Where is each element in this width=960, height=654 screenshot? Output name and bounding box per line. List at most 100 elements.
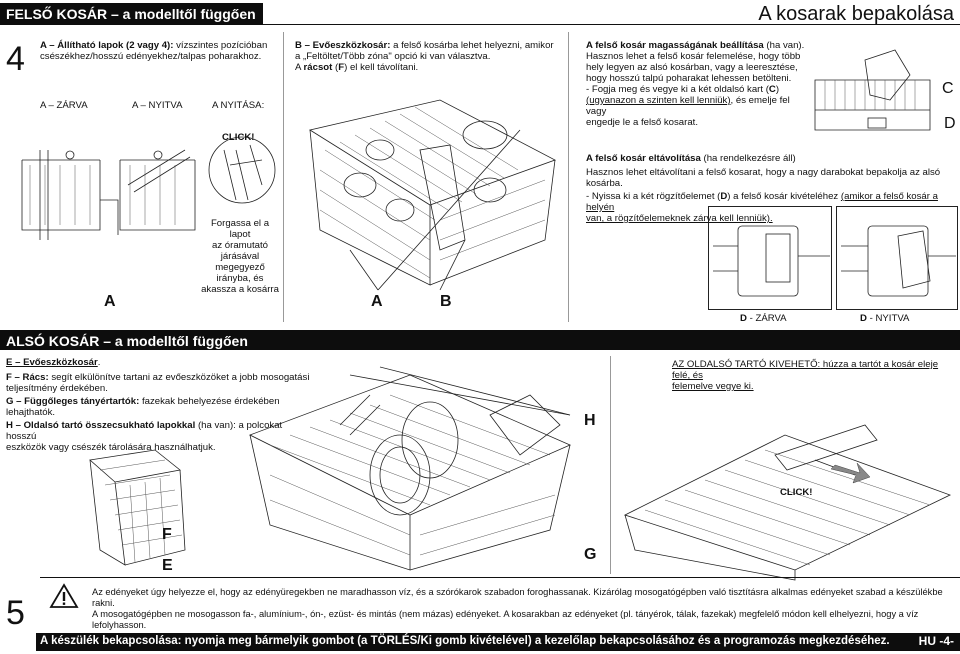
removal-title-bold: A felső kosár eltávolítása: [586, 153, 701, 164]
state-closed-label: A – ZÁRVA: [40, 100, 88, 111]
top-section-header: FELSŐ KOSÁR – a modelltől függően: [0, 3, 263, 25]
e-bold: E – Evőeszközkosár: [6, 357, 98, 368]
d-closed-b: D: [740, 313, 747, 324]
label-a-col2: A: [371, 293, 383, 310]
h-bold: H – Oldalsó tartó összecsukható lapokkal: [6, 420, 196, 431]
bottom-section-header: ALSÓ KOSÁR – a modelltől függően: [0, 330, 960, 350]
a-desc-rest: vízszintes pozícióban csészékhez/hosszú …: [40, 40, 268, 62]
a-desc-bold: A – Állítható lapok (2 vagy 4):: [40, 40, 174, 51]
flap-open-drawing: [119, 149, 196, 231]
height-line-3: hogy hosszú talpú poharakat lehessen bet…: [586, 73, 792, 84]
page-code: HU -4-: [918, 634, 954, 648]
height-title-rest: (ha van).: [763, 40, 805, 51]
height-instr-u: (ugyanazon a szinten kell lenniük): [586, 95, 731, 106]
click-label-top: CLICK!: [222, 132, 255, 143]
g-rest: fazekak behelyezése érdekében lehajtható…: [6, 396, 280, 418]
d-open-box: [836, 206, 958, 310]
height-instr-1: - Fogja meg és vegye ki a két oldalsó ka…: [586, 84, 769, 95]
side-holder-illustration: [623, 424, 952, 581]
footer-bar: A készülék bekapcsolása: nyomja meg bárm…: [36, 633, 960, 651]
b-desc-rest: a felső kosárba lehet helyezni, amikor: [390, 40, 554, 51]
f-letter: F: [338, 62, 345, 73]
f-mid: (: [332, 62, 339, 73]
warning-text: Az edényeket úgy helyezze el, hogy az ed…: [92, 587, 958, 631]
b-desc-line2: a „Feltöltet/Több zóna" opció ki van vál…: [295, 51, 491, 62]
height-adjust-illustration: [814, 49, 931, 131]
label-d: D: [944, 115, 956, 132]
rotate-line-5: irányba, és: [216, 273, 264, 284]
step-number-4: 4: [6, 40, 25, 78]
d-closed-box: [708, 206, 832, 310]
h-rest: (ha van): a polcokat hosszú: [6, 420, 283, 442]
divider-bottom: [610, 356, 611, 574]
rotate-line-4: megegyező: [215, 262, 265, 273]
d-open-b: D: [860, 313, 867, 324]
side-holder-text: AZ OLDALSÓ TARTÓ KIVEHETŐ: húzza a tartó…: [672, 359, 957, 392]
click-label-bottom: CLICK!: [780, 487, 813, 498]
height-line-1: Hasznos lehet a felső kosár felemelése, …: [586, 51, 801, 62]
lower-basket-illustration: [249, 366, 571, 571]
height-title-bold: A felső kosár magasságának beállítása: [586, 40, 764, 51]
state-open-label: A – NYITVA: [132, 100, 183, 111]
h-line2: eszközök vagy csészék tárolására használ…: [6, 442, 216, 453]
f-pre: A: [295, 62, 304, 73]
removal-line2-post: ) a felső kosár kivételéhez: [727, 191, 841, 202]
removal-line3-u: van, a rögzítőelemeknek zárva kell lenni…: [586, 213, 773, 224]
col2-b-description: B – Evőeszközkosár: a felső kosárba lehe…: [295, 40, 563, 73]
f-rest-lower: segít elkülönítve tartani az evőeszközök…: [48, 372, 310, 383]
top-section-title: FELSŐ KOSÁR – a modelltől függően: [6, 6, 256, 22]
step-number-5: 5: [6, 594, 25, 632]
lower-basket-legend: E – Evőeszközkosár. F – Rács: segít elkü…: [6, 357, 311, 453]
page-title: A kosarak bepakolása: [758, 3, 954, 25]
removal-line-1: Hasznos lehet eltávolítani a felső kosar…: [586, 167, 941, 189]
f-line2-lower: teljesítmény érdekében.: [6, 383, 108, 394]
d-open-label: D - NYITVA: [860, 313, 909, 324]
height-instr-2: ): [775, 84, 780, 95]
d-closed-label: D - ZÁRVA: [740, 313, 787, 324]
rotate-line-6: akassza a kosárra: [201, 284, 279, 295]
rotate-instructions: Forgassa el a lapot az óramutató járásáv…: [200, 218, 280, 295]
side-holder-u: AZ OLDALSÓ TARTÓ KIVEHETŐ:: [672, 359, 821, 370]
state-opening-label: A NYITÁSA:: [212, 100, 265, 111]
cutlery-basket-illustration: [89, 449, 186, 566]
height-instr-3: , és emelje fel vagy: [586, 95, 790, 117]
label-g: G: [584, 546, 597, 563]
arrow-icon: [830, 462, 871, 484]
side-holder-line2: felemelve vegye ki.: [672, 381, 754, 392]
removal-line2-u: (amikor a felső kosár a helyén: [586, 191, 938, 213]
label-b-col2: B: [440, 293, 452, 310]
side-holder-rest: húzza a tartót a kosár eleje felé, és: [672, 359, 939, 381]
bottom-section-title: ALSÓ KOSÁR – a modelltől függően: [6, 333, 248, 349]
flap-zoom-circle: [208, 136, 276, 204]
label-h: H: [584, 412, 596, 429]
removal-text: A felső kosár eltávolítása (ha rendelkez…: [586, 153, 956, 224]
height-adjust-text: A felső kosár magasságának beállítása (h…: [586, 40, 811, 128]
warning-line-1: Az edényeket úgy helyezze el, hogy az ed…: [92, 587, 943, 608]
warning-icon: [49, 583, 79, 608]
d-open-rest: - NYITVA: [866, 313, 910, 324]
header-rule: [263, 24, 960, 25]
height-line-2: hely legyen az alsó kosárban, vagy a lee…: [586, 62, 798, 73]
rotate-line-2: az óramutató: [212, 240, 268, 251]
upper-basket-illustration: [308, 99, 556, 291]
d-closed-rest: - ZÁRVA: [746, 313, 787, 324]
label-c: C: [942, 80, 954, 97]
b-desc-bold: B – Evőeszközkosár:: [295, 40, 391, 51]
divider-2: [568, 32, 569, 322]
height-instr-c: C: [768, 84, 776, 95]
divider-1: [283, 32, 284, 322]
label-f-lower: F: [162, 526, 172, 543]
flap-illustrations: [21, 136, 276, 240]
f-bold: rácsot: [303, 62, 333, 73]
f-post: ) el kell távolítani.: [344, 62, 419, 73]
removal-line2-pre: - Nyissa ki a két rögzítőelemet (: [586, 191, 721, 202]
footer-bar-text: A készülék bekapcsolása: nyomja meg bárm…: [40, 635, 890, 647]
height-instr-4: engedje le a felső kosarat.: [586, 117, 699, 128]
flap-closed-drawing: [21, 150, 119, 240]
rotate-line-1: Forgassa el a lapot: [210, 218, 270, 240]
removal-title-rest: (ha rendelkezésre áll): [700, 153, 796, 164]
label-e-lower: E: [162, 557, 173, 574]
removal-line2-d: D: [720, 191, 728, 202]
latch-illustrations: [713, 225, 956, 297]
footer-rule: [40, 577, 960, 578]
